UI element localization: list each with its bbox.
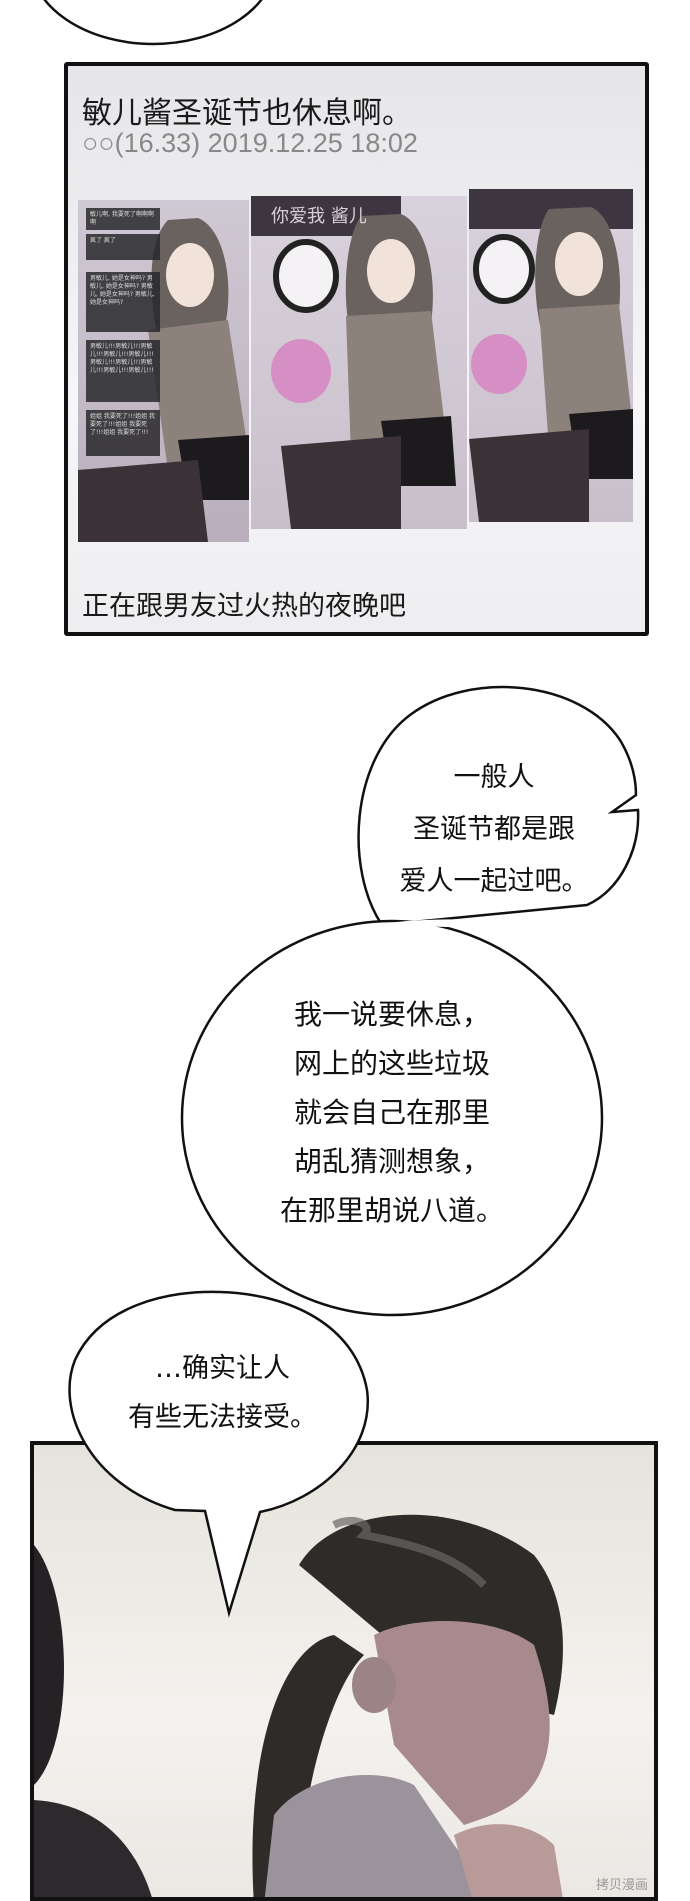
chat-message: 敏儿啊, 我要死了啊啊啊啊 [86,208,160,230]
speech-bubble-text: 一般人 圣诞节都是跟 爱人一起过吧。 [384,752,604,908]
speech-bubble-middle [180,919,604,1317]
girl-illustration [469,189,633,522]
post-title: 敏儿酱圣诞节也休息啊。 [82,96,412,131]
speech-bubble-text: 我一说要休息， 网上的这些垃圾 就会自己在那里 胡乱猜测想象， 在那里胡说八道。 [252,990,532,1235]
chat-message: 男敏儿!!!男敏儿!!!男敏儿!!!男敏儿!!!男敏儿!!!男敏儿!!!男敏儿!… [86,340,160,402]
woman-illustration [34,1514,563,1897]
post-meta: ○○(16.33) 2019.12.25 18:02 [82,128,418,158]
bubble-line: …确实让人 [155,1353,290,1384]
speech-bubble-top-right [357,685,640,927]
background-sign: 你爱我 酱儿 [271,206,367,227]
post-caption: 正在跟男友过火热的夜晚吧 [82,591,406,622]
bubble-line: 网上的这些垃圾 [293,1047,490,1080]
bubble-line: 圣诞节都是跟 [413,814,575,845]
post-image-3 [469,189,633,522]
bubble-line: 有些无法接受。 [128,1402,317,1433]
bubble-line: 就会自己在那里 [293,1096,490,1129]
chat-message: 疯了 疯了 [86,234,160,260]
bubble-line: 爱人一起过吧。 [399,866,589,897]
watermark: 拷贝漫画 [595,1878,648,1893]
post-image-1: 敏儿啊, 我要死了啊啊啊啊 疯了 疯了 男敏儿, 她是女神吗? 男敏儿, 她是女… [78,200,249,542]
bubble-line: 胡乱猜测想象， [293,1145,490,1178]
bubble-line: 我一说要休息， [293,998,490,1031]
post-image-2: 你爱我 酱儿 [251,196,467,529]
partial-speech-bubble [43,0,263,46]
chat-message: 男敏儿, 她是女神吗? 男敏儿, 她是女神吗? 男敏儿, 她是女神吗? 男敏儿,… [86,272,160,332]
bubble-line: 一般人 [453,762,535,793]
chat-message: 姐姐 我要死了!!!姐姐 我要死了!!!姐姐 我要死了!!!姐姐 我要死了!!! [86,410,160,456]
speech-bubble-bottom [68,1290,370,1618]
speech-bubble-text: …确实让人 有些无法接受。 [80,1344,365,1442]
bubble-line: 在那里胡说八道。 [279,1194,504,1227]
girl-illustration [78,218,249,542]
girl-illustration [251,196,456,529]
